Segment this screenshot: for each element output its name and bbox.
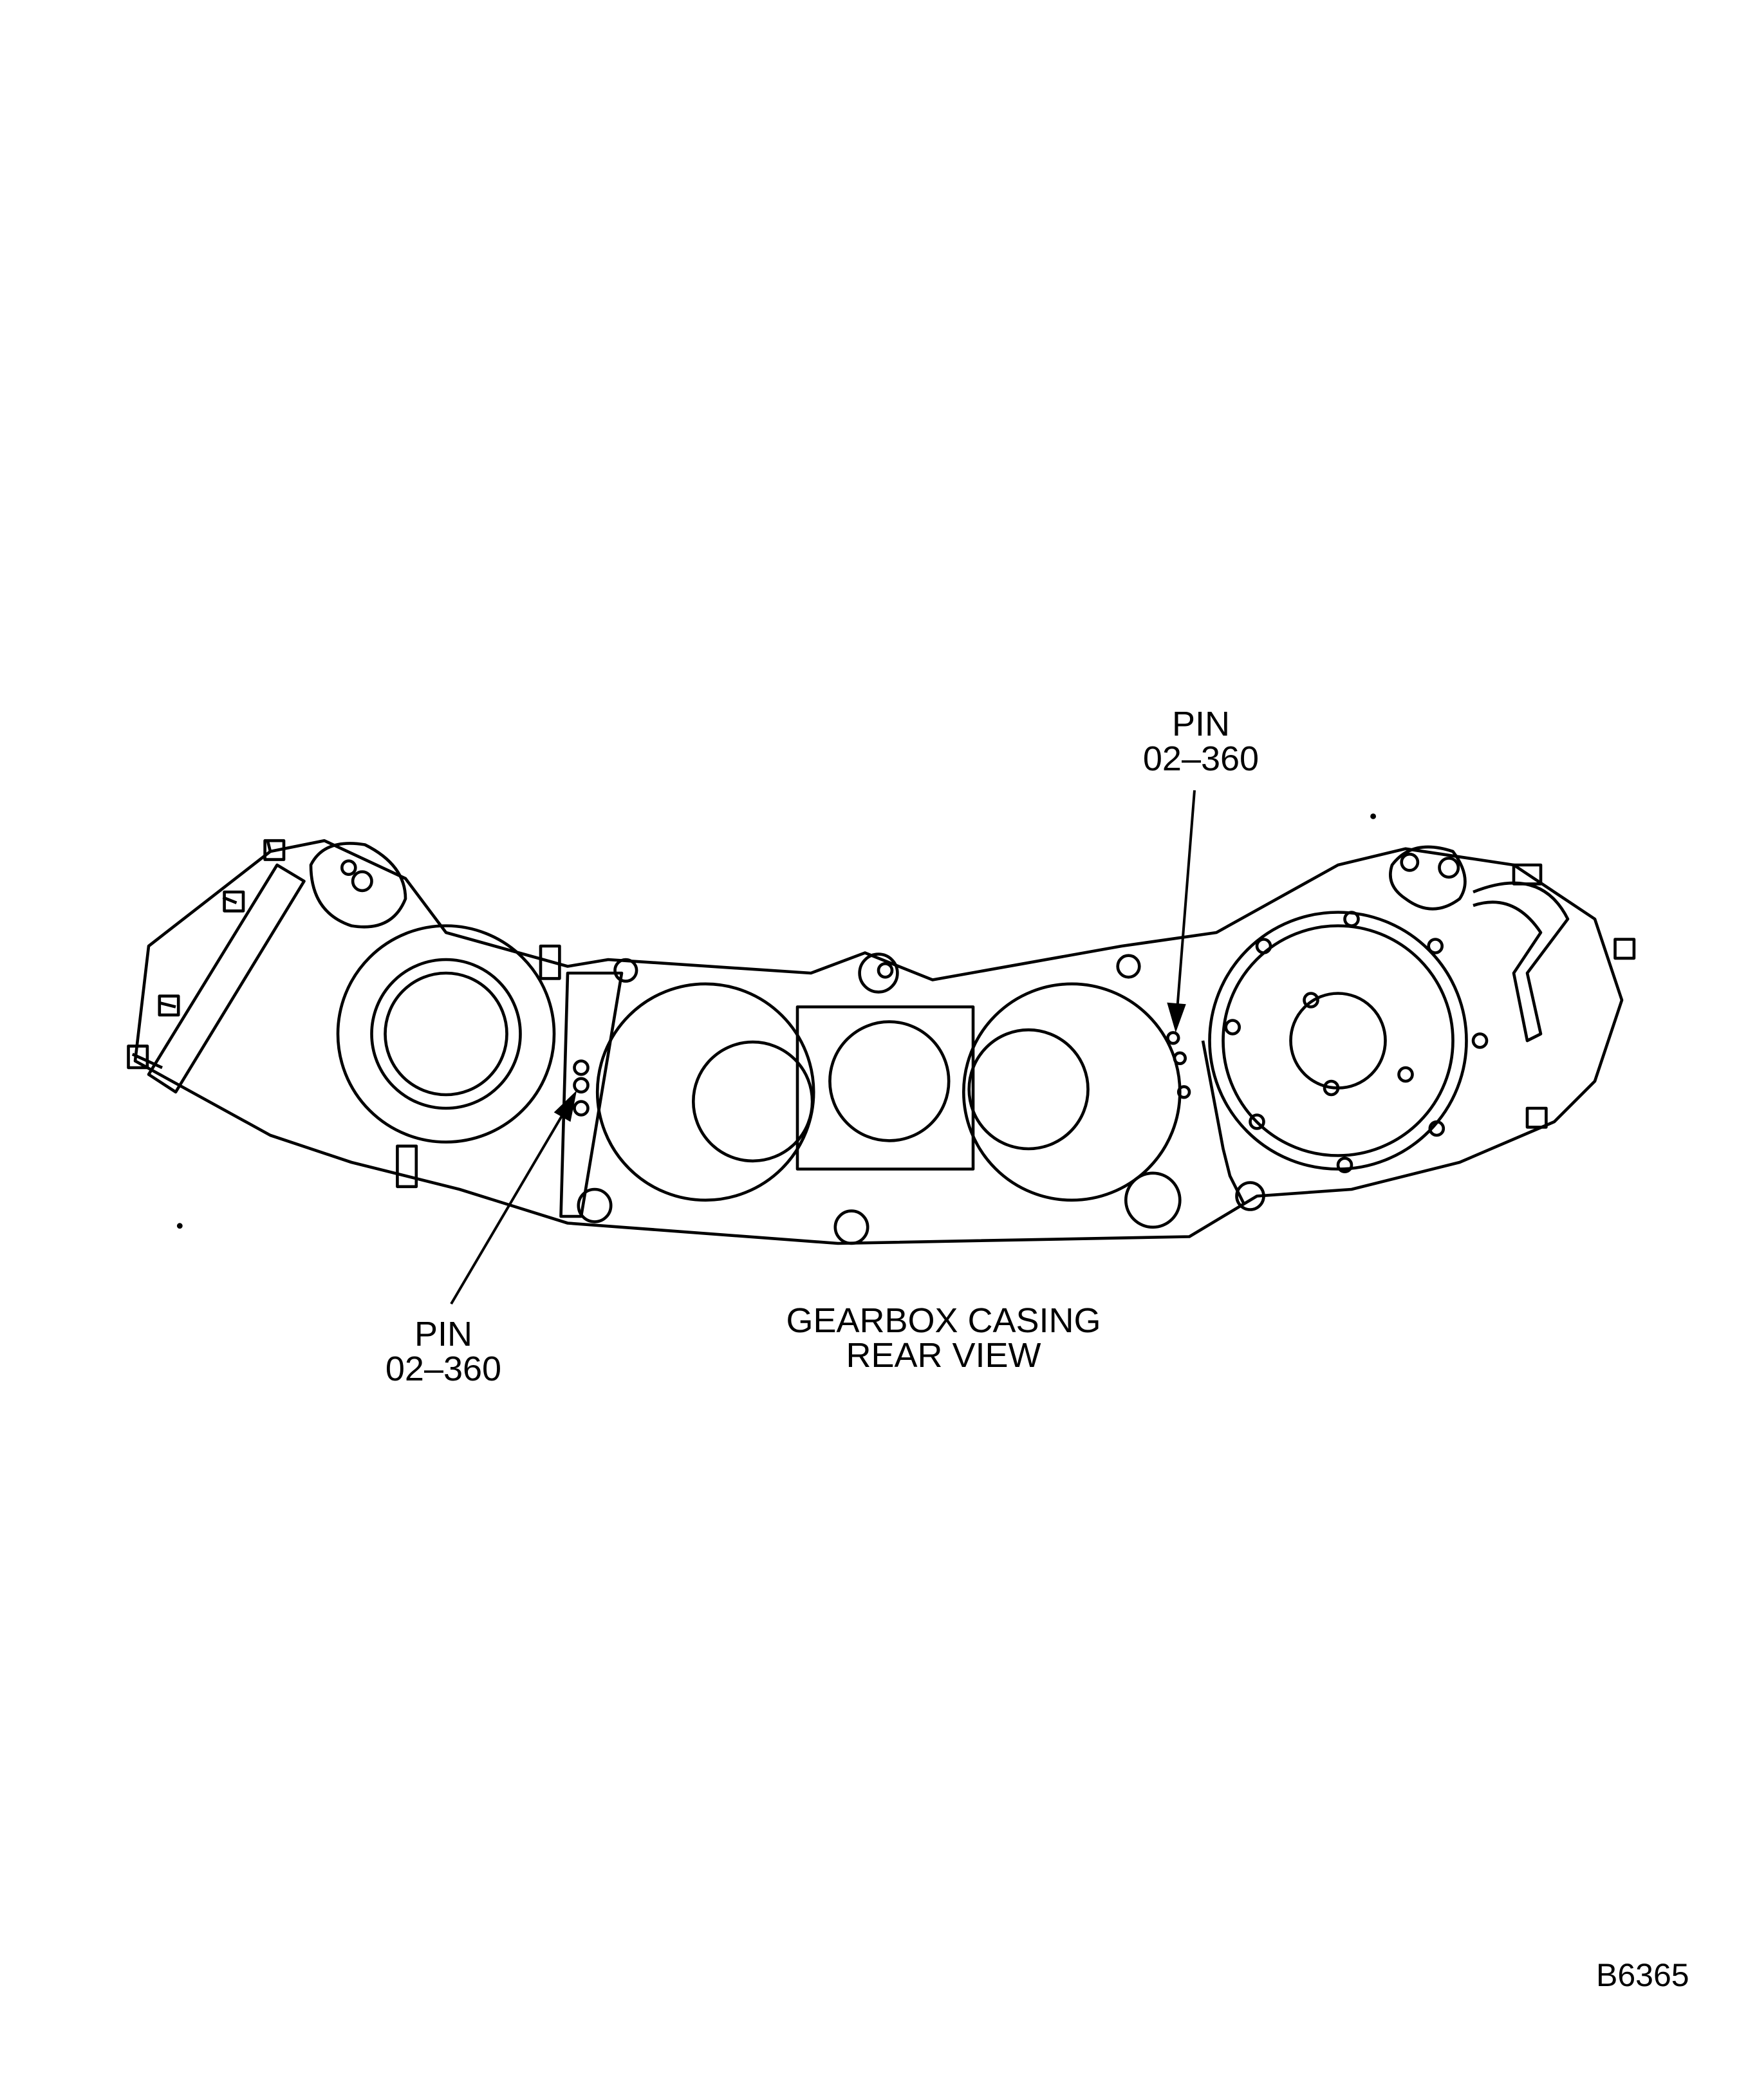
arrowhead-top xyxy=(1167,1002,1186,1033)
arrowhead-bottom xyxy=(553,1090,577,1122)
caption-line2: REAR VIEW xyxy=(846,1336,1041,1375)
pin-label-top: PIN 02–360 xyxy=(1143,707,1259,776)
figure-caption: GEARBOX CASING REAR VIEW xyxy=(786,1303,1101,1373)
pin-label-bottom-line2: 02–360 xyxy=(385,1350,502,1388)
figure-id: B6365 xyxy=(1596,1957,1689,1993)
caption-line1: GEARBOX CASING xyxy=(786,1301,1101,1340)
pin-label-bottom: PIN 02–360 xyxy=(386,1317,501,1386)
leader-line-bottom xyxy=(450,1107,568,1305)
pin-label-top-line2: 02–360 xyxy=(1142,739,1260,778)
casing-outline xyxy=(133,839,1624,1245)
leader-line-top xyxy=(1176,790,1196,1011)
pin-label-bottom-line1: PIN xyxy=(414,1315,473,1353)
pin-label-top-line1: PIN xyxy=(1171,705,1231,743)
